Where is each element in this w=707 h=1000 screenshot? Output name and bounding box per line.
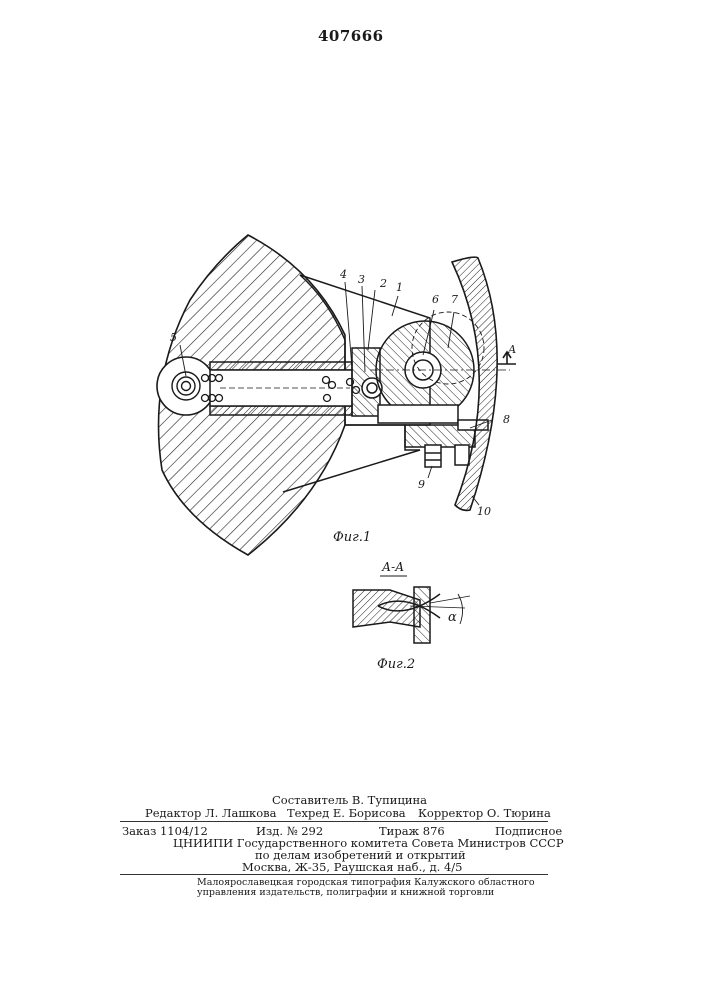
callout-1: 1 xyxy=(396,281,403,294)
imprint-editor: Редактор Л. Лашкова xyxy=(145,806,276,820)
callout-4: 4 xyxy=(340,268,347,281)
fig1-caption: Фиг.1 xyxy=(333,530,371,545)
callout-9: 9 xyxy=(418,478,425,491)
callout-5: 5 xyxy=(170,331,177,344)
imprint-org-line3: Москва, Ж-35, Раушская наб., д. 4/5 xyxy=(242,860,462,874)
imprint-techred: Техред Е. Борисова xyxy=(287,806,406,820)
callout-2: 2 xyxy=(380,277,387,290)
callout-6: 6 xyxy=(432,293,439,306)
imprint-compiler: Составитель В. Тупицина xyxy=(272,793,427,807)
fig2-caption: Фиг.2 xyxy=(377,657,415,672)
imprint-corrector: Корректор О. Тюрина xyxy=(418,806,551,820)
angle-label: α xyxy=(448,610,457,625)
imprint-rule-bottom xyxy=(120,874,548,875)
imprint-rule-top xyxy=(120,821,548,822)
section-title: А-А xyxy=(382,560,404,574)
imprint-printer-line2: управления издательств, полиграфии и кни… xyxy=(197,887,494,898)
callout-3: 3 xyxy=(358,273,365,286)
callout-8: 8 xyxy=(503,413,510,426)
callout-10: 10 xyxy=(477,505,491,518)
callout-7: 7 xyxy=(451,293,458,306)
section-mark: А xyxy=(508,343,516,356)
